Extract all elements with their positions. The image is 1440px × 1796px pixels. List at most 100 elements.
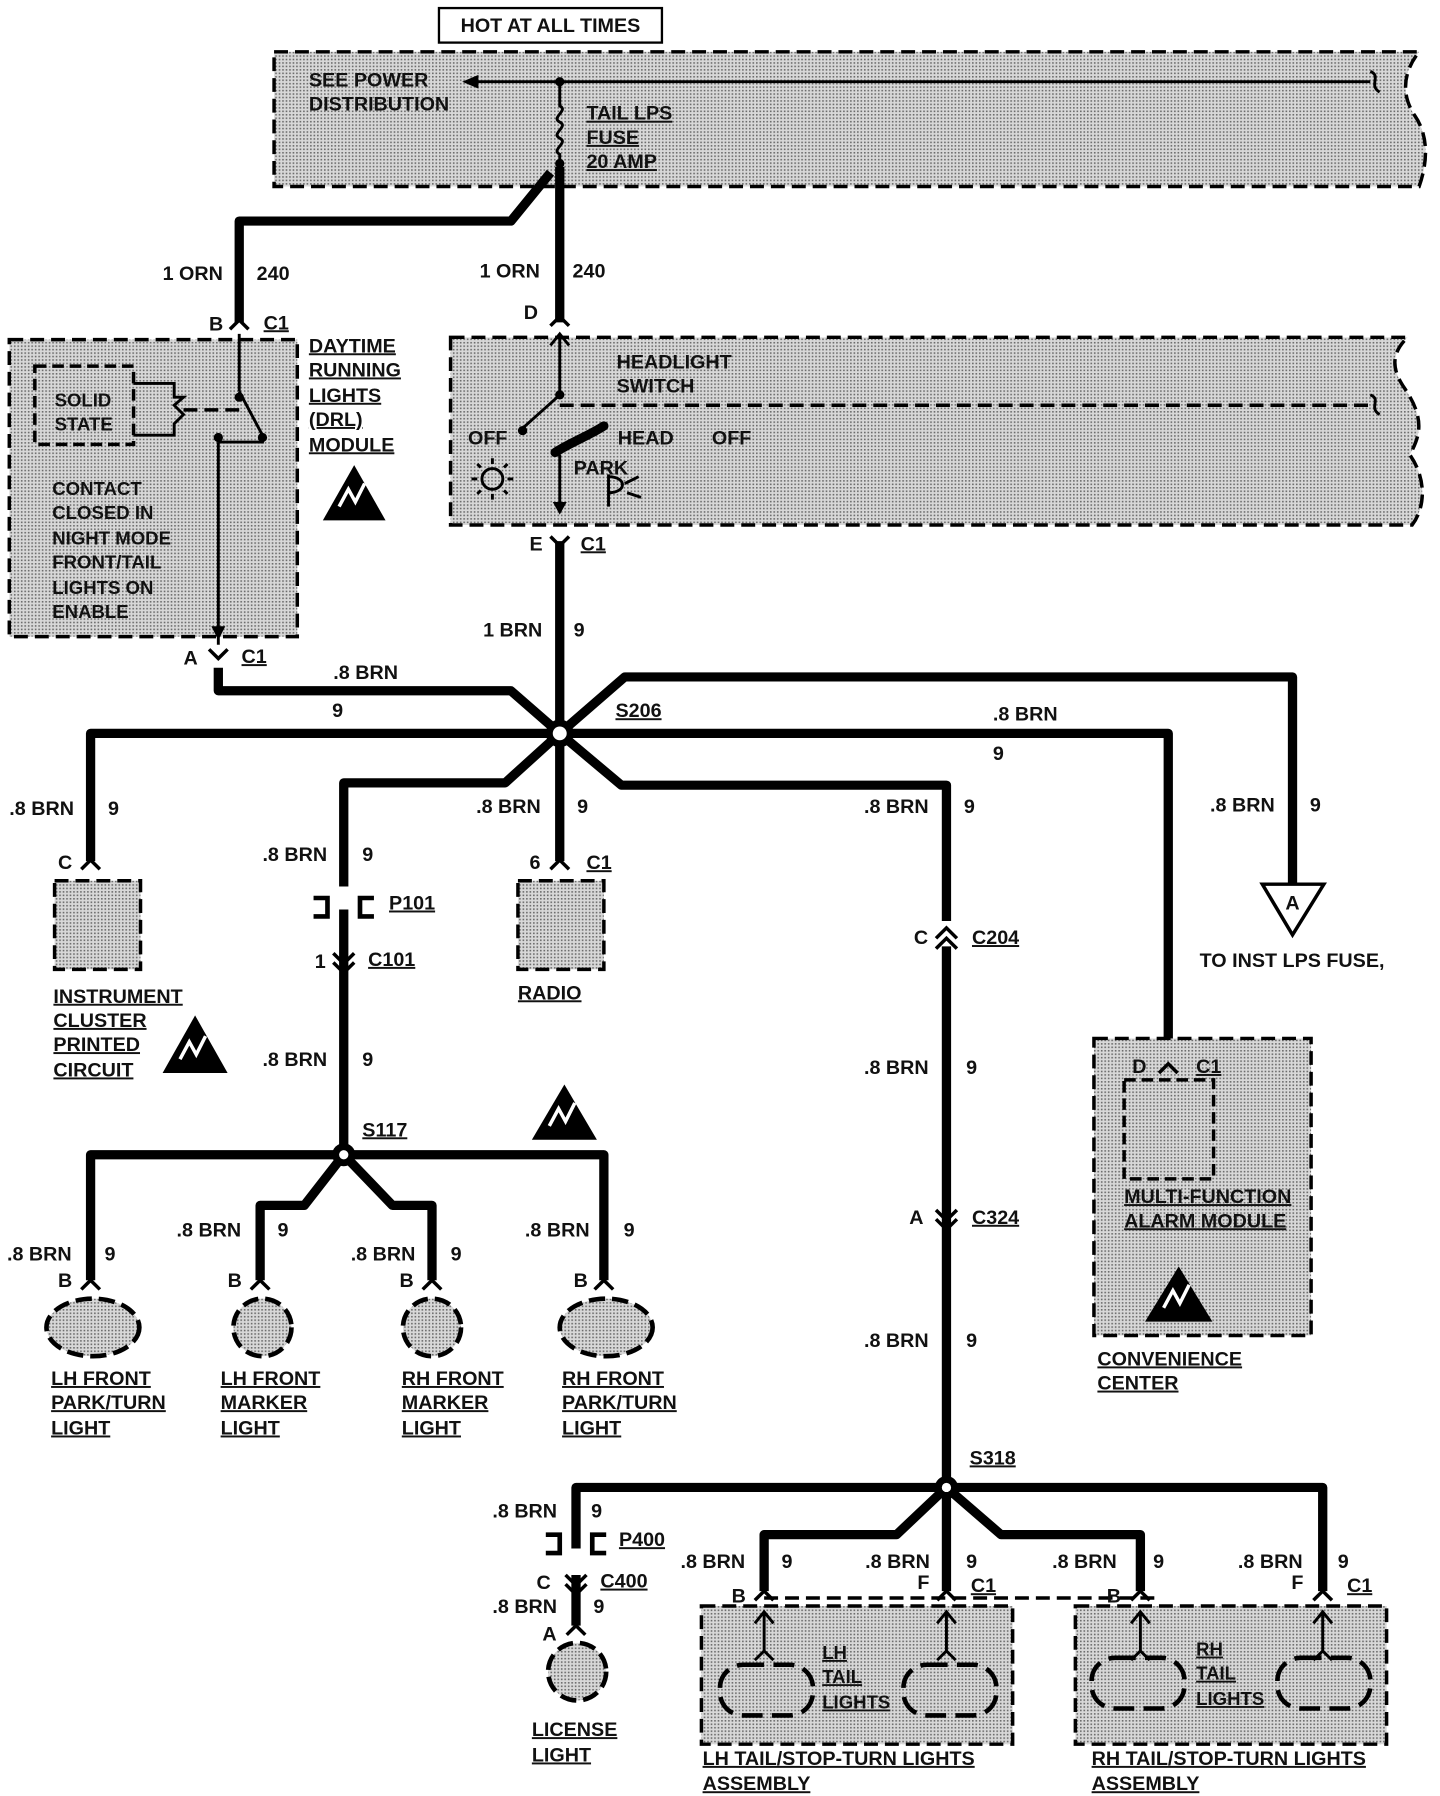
rh-front-marker-light: B RH FRONT MARKER LIGHT bbox=[399, 1270, 503, 1439]
svg-text:C400: C400 bbox=[600, 1571, 647, 1593]
wire-size: .8 BRN bbox=[9, 798, 74, 820]
pin-label: B bbox=[574, 1270, 588, 1292]
alarm-module-label: MULTI-FUNCTION bbox=[1124, 1186, 1291, 1208]
svg-text:C: C bbox=[914, 927, 928, 949]
reference-label: TO INST LPS FUSE, bbox=[1200, 950, 1385, 972]
drl-title-3: LIGHTS bbox=[309, 385, 381, 407]
connector-c324: A C324 bbox=[909, 1207, 1019, 1233]
pin-label: F bbox=[917, 1572, 929, 1594]
connector-p400: P400 bbox=[545, 1529, 665, 1556]
wire-circuit: 9 bbox=[332, 700, 343, 722]
wire-labels: 1 ORN 240 1 ORN 240 1 BRN 9 .8 BRN 9 .8 … bbox=[7, 261, 1349, 1618]
wire-size: .8 BRN bbox=[864, 796, 929, 818]
wire-size: .8 BRN bbox=[476, 796, 541, 818]
parking-light-icon bbox=[607, 474, 642, 507]
connector-label: C1 bbox=[264, 312, 289, 334]
svg-text:P101: P101 bbox=[389, 893, 435, 915]
light-label-2: MARKER bbox=[402, 1392, 489, 1414]
inner-label-2: TAIL bbox=[822, 1666, 862, 1687]
assembly-label-2: ASSEMBLY bbox=[1092, 1773, 1200, 1795]
svg-text:C: C bbox=[537, 1572, 551, 1594]
light-label-3: LIGHT bbox=[51, 1418, 110, 1440]
wire-circuit: 9 bbox=[966, 1330, 977, 1352]
wire-size: .8 BRN bbox=[262, 844, 327, 866]
light-label-2: PARK/TURN bbox=[51, 1392, 166, 1414]
pin-label: C bbox=[58, 852, 72, 874]
assembly-label-2: ASSEMBLY bbox=[703, 1773, 811, 1795]
contact-note-4: FRONT/TAIL bbox=[52, 552, 161, 573]
wire-size: .8 BRN bbox=[993, 704, 1058, 726]
wire-size: .8 BRN bbox=[1210, 795, 1275, 817]
pin-label: B bbox=[732, 1586, 746, 1608]
svg-text:P400: P400 bbox=[619, 1529, 665, 1551]
contact-note-6: ENABLE bbox=[52, 601, 128, 622]
inner-label: LH bbox=[822, 1642, 847, 1663]
svg-text:A: A bbox=[909, 1207, 923, 1229]
connector-c400: C C400 bbox=[537, 1571, 648, 1597]
light-label-3: LIGHT bbox=[562, 1418, 621, 1440]
pin-label: B bbox=[209, 313, 223, 335]
assembly-label: LH TAIL/STOP-TURN LIGHTS bbox=[703, 1748, 975, 1770]
cluster-label-4: CIRCUIT bbox=[53, 1060, 133, 1082]
license-label: LICENSE bbox=[532, 1719, 617, 1741]
esd-icon bbox=[1145, 1266, 1213, 1322]
fuse-label-2: FUSE bbox=[586, 127, 639, 149]
alarm-module-label-2: ALARM MODULE bbox=[1124, 1210, 1286, 1232]
light-label-2: MARKER bbox=[221, 1392, 308, 1414]
inner-label-3: LIGHTS bbox=[1196, 1688, 1264, 1709]
light-label-3: LIGHT bbox=[402, 1418, 461, 1440]
wire-size: .8 BRN bbox=[492, 1500, 557, 1522]
wire-circuit: 9 bbox=[1153, 1551, 1164, 1573]
pin-label: F bbox=[1291, 1572, 1303, 1594]
rh-tail-stop-turn-lights-assembly: B F C1 RH TAIL LIGHTS RH TAIL/STOP-TURN … bbox=[1073, 1572, 1389, 1795]
svg-text:C324: C324 bbox=[972, 1207, 1019, 1229]
radio: 6 C1 RADIO bbox=[516, 852, 612, 1004]
wire-circuit: 9 bbox=[1338, 1551, 1349, 1573]
inner-label: RH bbox=[1196, 1639, 1223, 1660]
wire-circuit: 9 bbox=[593, 1596, 604, 1618]
inst-lps-fuse-reference: A TO INST LPS FUSE, bbox=[1200, 882, 1385, 972]
contact-note-2: CLOSED IN bbox=[52, 502, 153, 523]
wire-circuit: 9 bbox=[451, 1244, 462, 1266]
wire-size: .8 BRN bbox=[7, 1244, 72, 1266]
wire-circuit: 9 bbox=[964, 796, 975, 818]
reference-letter: A bbox=[1285, 893, 1299, 915]
contact-note-5: LIGHTS ON bbox=[52, 577, 153, 598]
wire-circuit: 240 bbox=[573, 261, 606, 283]
wire-circuit: 9 bbox=[278, 1220, 289, 1242]
solid-state-label-2: STATE bbox=[55, 414, 113, 435]
inner-label-3: LIGHTS bbox=[822, 1692, 890, 1713]
wire-circuit: 9 bbox=[105, 1244, 116, 1266]
light-label: LH FRONT bbox=[51, 1368, 151, 1390]
drl-title-5: MODULE bbox=[309, 434, 394, 456]
connector-label: C1 bbox=[586, 852, 611, 874]
hot-at-all-times-label: HOT AT ALL TIMES bbox=[437, 6, 664, 44]
light-label: RH FRONT bbox=[562, 1368, 664, 1390]
svg-text:S117: S117 bbox=[362, 1119, 407, 1141]
light-label: RH FRONT bbox=[402, 1368, 504, 1390]
connector-label: C1 bbox=[971, 1575, 996, 1597]
fuse-rating: 20 AMP bbox=[586, 151, 657, 173]
wire-size: .8 BRN bbox=[681, 1551, 746, 1573]
cluster-label-3: PRINTED bbox=[53, 1034, 140, 1056]
wire-size: .8 BRN bbox=[1052, 1551, 1117, 1573]
wire-size: .8 BRN bbox=[864, 1330, 929, 1352]
wire-size: .8 BRN bbox=[262, 1049, 327, 1071]
svg-text:HOT AT ALL TIMES: HOT AT ALL TIMES bbox=[461, 15, 641, 37]
pin-label: 6 bbox=[530, 852, 541, 874]
wire-circuit: 240 bbox=[257, 263, 290, 285]
wire-circuit: 9 bbox=[577, 796, 588, 818]
lh-tail-stop-turn-lights-assembly: B F C1 LH TAIL LIGHTS LH TAIL/STOP-TURN … bbox=[699, 1572, 1162, 1795]
license-light: A LICENSE LIGHT bbox=[532, 1623, 617, 1767]
convenience-center: D C1 MULTI-FUNCTION ALARM MODULE CONVENI… bbox=[1092, 1036, 1313, 1395]
wire-size: .8 BRN bbox=[865, 1551, 930, 1573]
license-label-2: LIGHT bbox=[532, 1745, 591, 1767]
head-position-label: HEAD bbox=[618, 427, 674, 449]
cluster-label: INSTRUMENT bbox=[53, 986, 182, 1008]
light-label: LH FRONT bbox=[221, 1368, 321, 1390]
lh-front-marker-light: B LH FRONT MARKER LIGHT bbox=[221, 1270, 321, 1439]
svg-text:S206: S206 bbox=[615, 700, 661, 722]
drl-title-2: RUNNING bbox=[309, 360, 401, 382]
see-power-label-2: DISTRIBUTION bbox=[309, 94, 449, 116]
